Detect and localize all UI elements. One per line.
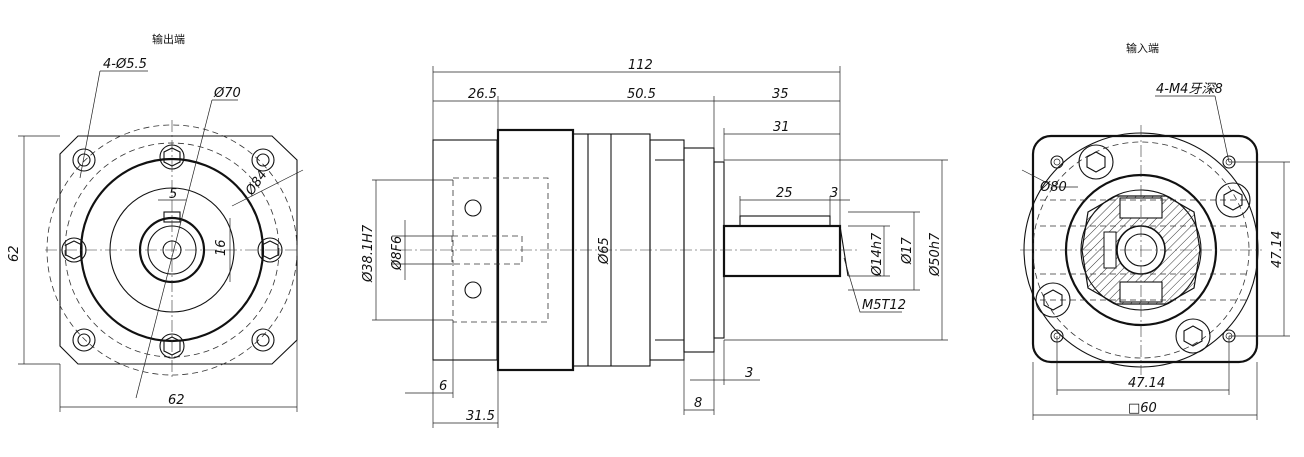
output-holes-label: 4-Ø5.5 <box>103 57 147 72</box>
side-tap-label: M5T12 <box>862 298 906 313</box>
input-caption: 输入端 <box>1126 41 1159 55</box>
input-square-flange <box>1031 134 1259 364</box>
input-end-view: 输入端 4-M4牙深8 <box>1020 41 1290 420</box>
side-spigot-label: Ø50h7 <box>928 232 943 277</box>
input-mount-holes <box>1035 144 1251 354</box>
side-shaft-len-label: 31 <box>773 120 790 135</box>
input-square-label: □60 <box>1128 401 1157 416</box>
side-shaft-total-label: 35 <box>772 87 789 102</box>
input-pcd-label: Ø80 <box>1039 180 1067 195</box>
output-pilot-label: Ø84 <box>242 168 270 199</box>
input-horizontal-label: 47.14 <box>1128 376 1165 391</box>
side-shaft-key <box>739 215 831 227</box>
output-caption: 输出端 <box>152 32 185 46</box>
side-front-len-label: 6 <box>439 379 447 394</box>
output-pcd-label: Ø70 <box>213 86 241 101</box>
output-keydepth-label: 16 <box>214 239 229 256</box>
side-mid-label: 50.5 <box>627 87 656 102</box>
input-vertical-label: 47.14 <box>1270 231 1285 268</box>
side-shaft-dia-label: Ø14h7 <box>870 232 885 277</box>
side-bore-hidden <box>452 177 549 323</box>
side-body-dia-label: Ø65 <box>597 237 612 265</box>
output-end-view: 输出端 62 <box>7 32 304 412</box>
input-holes-label: 4-M4牙深8 <box>1156 82 1223 97</box>
side-front-label: 26.5 <box>468 87 497 102</box>
side-overall-label: 112 <box>628 58 653 73</box>
side-shaft <box>722 224 842 278</box>
side-view: 112 26.5 50.5 35 31 25 3 Ø38.1H7 Ø8F6 Ø6… <box>361 58 948 428</box>
side-bore-label: Ø38.1H7 <box>361 224 376 283</box>
output-flange-outline <box>59 135 298 365</box>
output-height-label: 62 <box>7 245 22 262</box>
side-input-len-label: 31.5 <box>466 409 495 424</box>
output-width-label: 62 <box>168 393 185 408</box>
side-flange-len-label: 8 <box>694 396 702 411</box>
output-key-label: 5 <box>169 187 177 202</box>
side-shoulder-label: Ø17 <box>900 236 915 265</box>
side-key-offset-label: 3 <box>830 186 838 201</box>
side-bore-small-label: Ø8F6 <box>390 236 405 271</box>
side-gap-label: 3 <box>745 366 753 381</box>
side-key-len-label: 25 <box>776 186 793 201</box>
